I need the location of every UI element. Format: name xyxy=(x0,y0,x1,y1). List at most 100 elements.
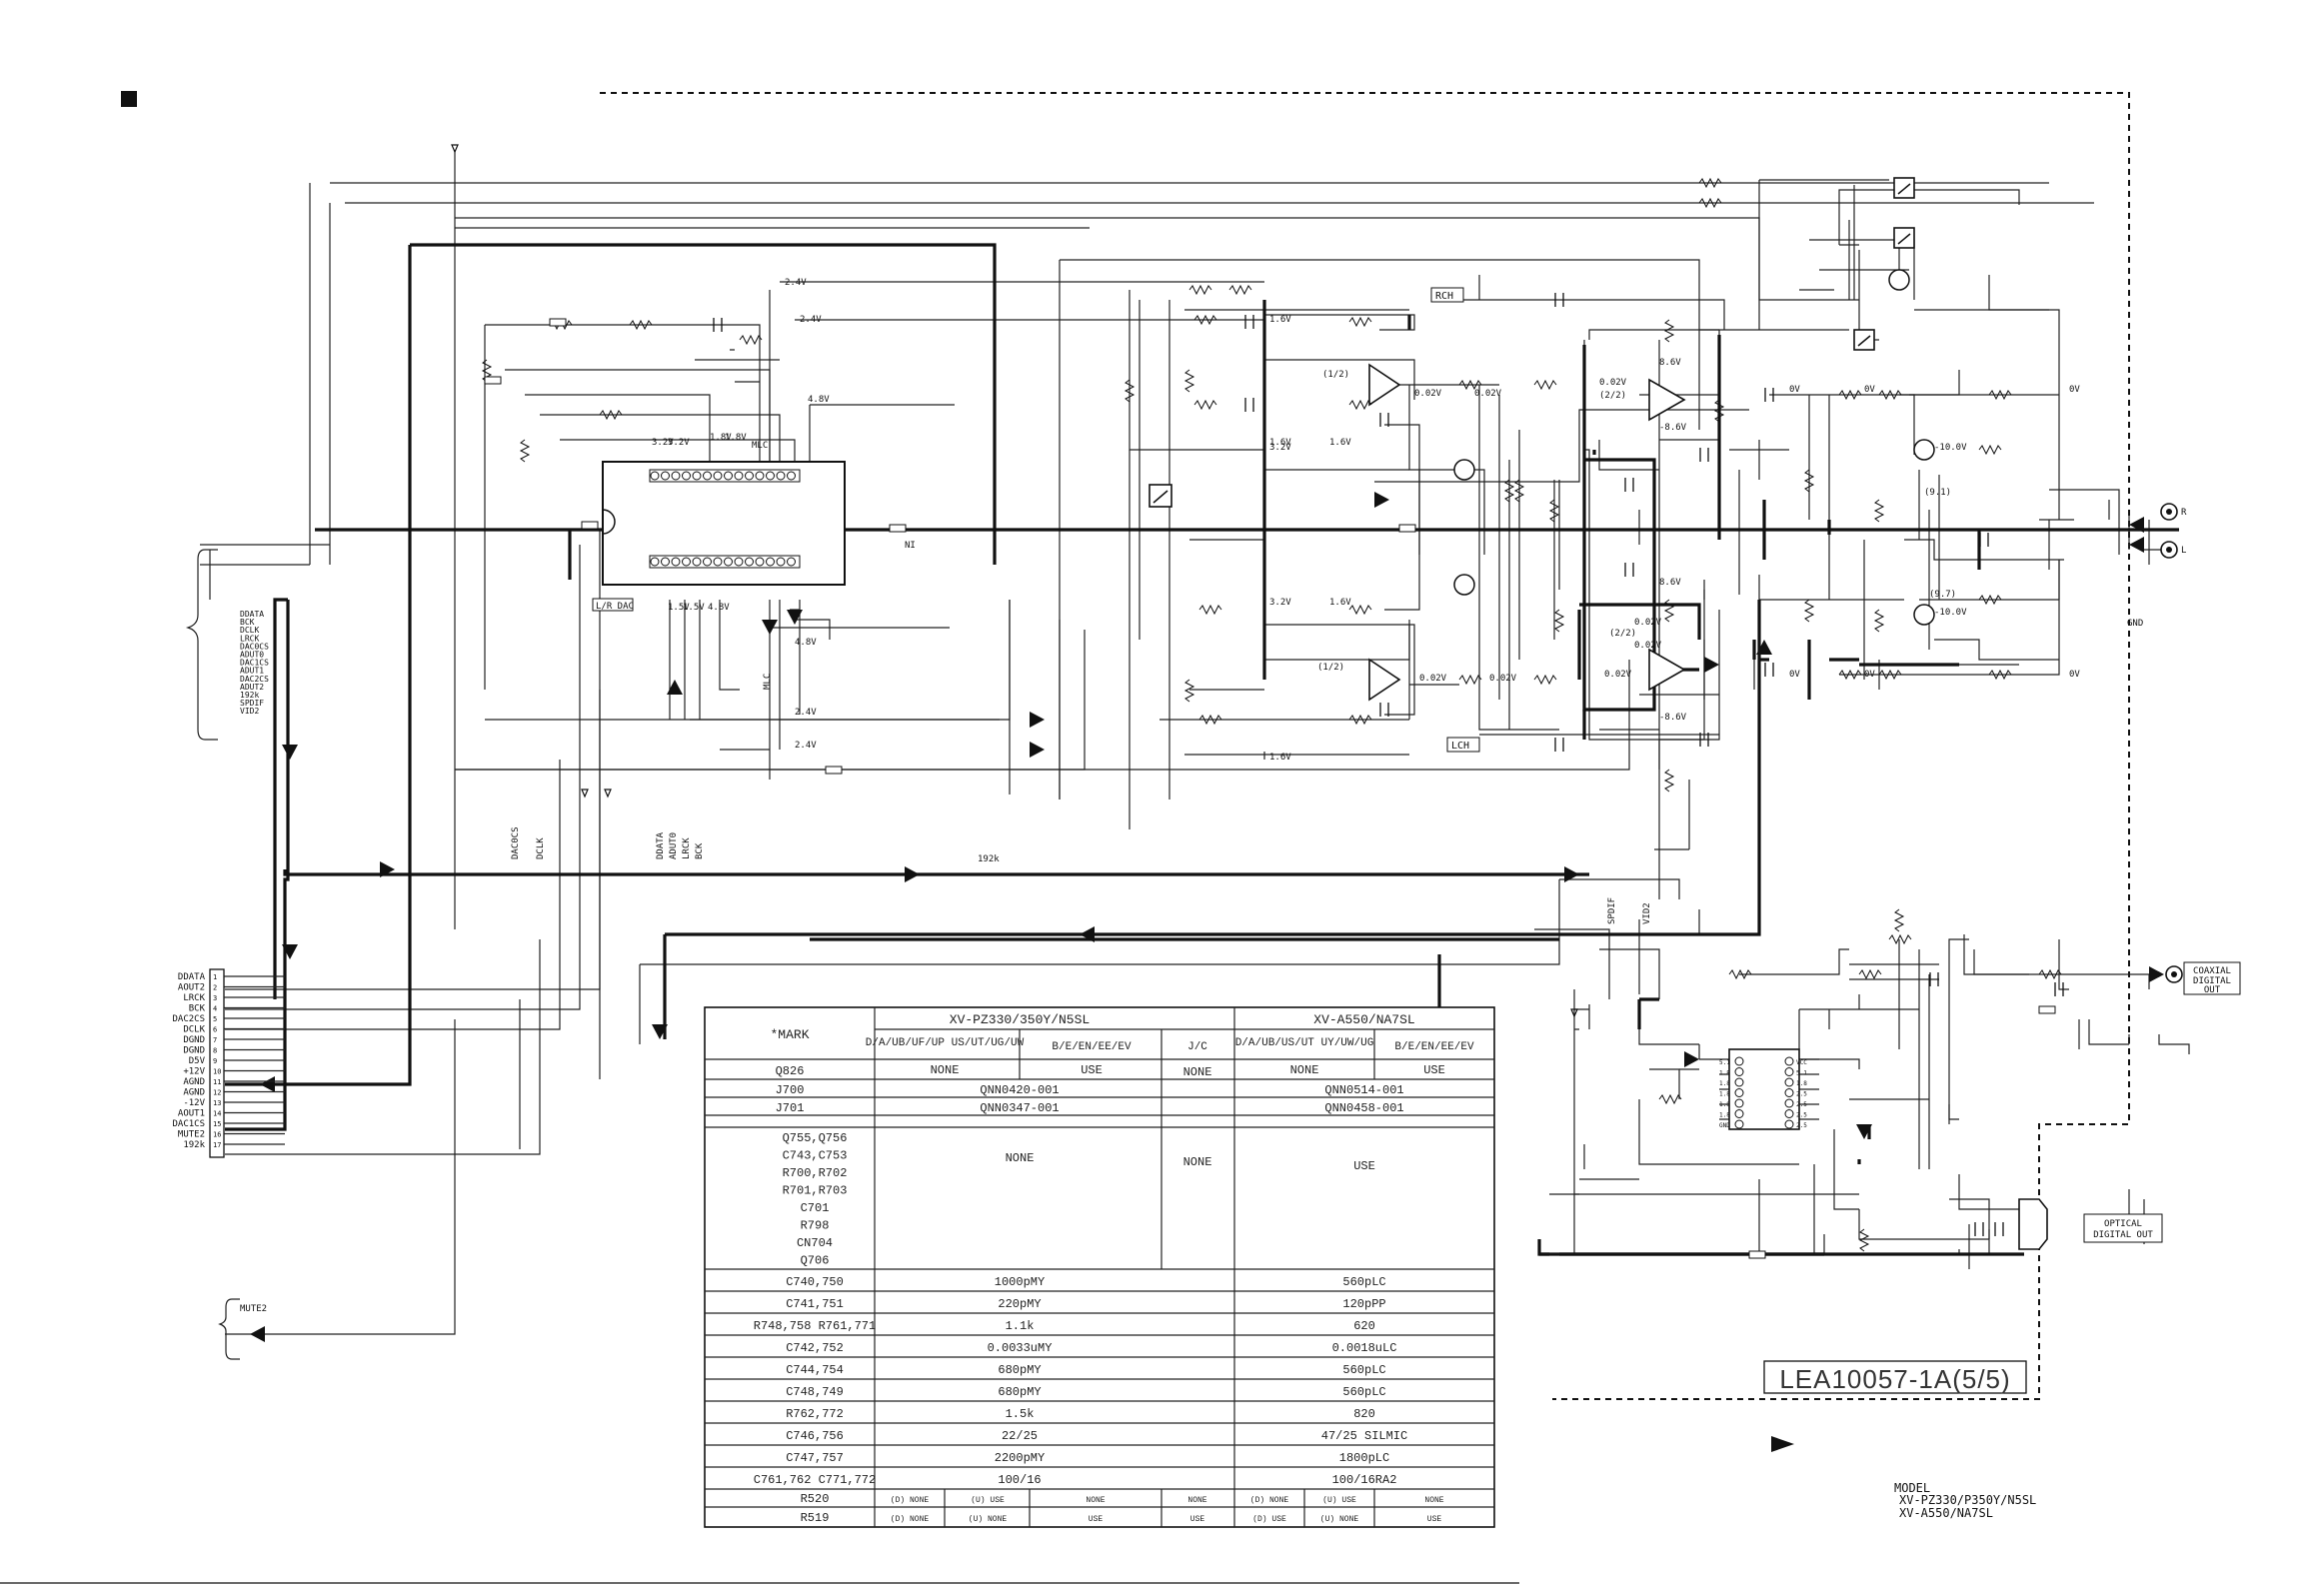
vertical-net-label: ADUT0 xyxy=(669,832,679,859)
driver-pin-label: 2.5 xyxy=(1796,1101,1807,1108)
driver-pin-label: 1.8 xyxy=(1719,1070,1730,1077)
vertical-net-label: DDATA xyxy=(656,831,666,859)
table-cell: (D) USE xyxy=(1252,1515,1286,1524)
arrow-left xyxy=(2129,517,2144,533)
input-bus-label: ADUT1 xyxy=(240,667,264,676)
table-cell: (U) USE xyxy=(971,1496,1005,1505)
table-cell: C741,751 xyxy=(786,1297,844,1311)
transistor-q1 xyxy=(1453,459,1475,481)
table-cell: QNN0347-001 xyxy=(980,1101,1059,1115)
jack-gnd-label: GND xyxy=(2127,619,2143,629)
table-cell: USE xyxy=(1089,1515,1104,1524)
driver-pin xyxy=(1734,1098,1744,1108)
input-bus-label: DAC2CS xyxy=(240,675,269,684)
transistor-q3 xyxy=(1888,269,1910,291)
arrow-down xyxy=(282,944,298,959)
table-cell: 560pLC xyxy=(1342,1363,1385,1377)
transistor-labels: (9.1)(9.7) xyxy=(1924,488,1956,600)
coaxial-label-3: OUT xyxy=(2204,985,2221,995)
arrow-down xyxy=(282,745,298,760)
connector-label: MUTE2 xyxy=(178,1130,205,1140)
input-bus-label: DCLK xyxy=(240,626,259,635)
table-cell: 1800pLC xyxy=(1339,1451,1389,1465)
voltage-label: 0.02V xyxy=(1634,618,1662,628)
resistor xyxy=(1503,479,1515,503)
resistor xyxy=(1803,469,1815,493)
table-cell: 100/16RA2 xyxy=(1332,1473,1397,1487)
voltage-label: 0V xyxy=(1789,670,1800,680)
table-cell: 1.5k xyxy=(1006,1407,1035,1421)
ic-pin xyxy=(661,557,670,567)
table-cell: C742,752 xyxy=(786,1341,844,1355)
voltage-label: 4.8V xyxy=(708,603,730,613)
table-cell: USE xyxy=(1353,1159,1375,1173)
connector-label: AOUT1 xyxy=(178,1109,205,1119)
connector-pin: 2 xyxy=(213,984,217,992)
capacitor xyxy=(1624,478,1634,492)
driver-pin xyxy=(1784,1109,1794,1118)
optical-label-1: OPTICAL xyxy=(2104,1219,2142,1229)
connector-pin: 15 xyxy=(213,1120,221,1128)
input-bus-label: VID2 xyxy=(240,707,259,716)
table-cell: 560pLC xyxy=(1342,1275,1385,1289)
table-cell: (D) NONE xyxy=(891,1515,930,1524)
connector-label: AGND xyxy=(183,1077,205,1087)
arrow-right xyxy=(2149,966,2164,982)
model-line-2: XV-A550/NA7SL xyxy=(1899,1506,1993,1520)
driver-pin xyxy=(1784,1067,1794,1076)
table-cell: XV-A550/NA7SL xyxy=(1313,1012,1414,1027)
resistor xyxy=(629,319,653,331)
table-cell: 120pPP xyxy=(1342,1297,1385,1311)
input-bus-label: ADUT0 xyxy=(240,651,264,660)
rca-jack-l xyxy=(2160,541,2178,559)
driver-pin xyxy=(1784,1119,1794,1129)
arrow-right xyxy=(1704,657,1719,673)
driver-pin xyxy=(1784,1088,1794,1097)
table-cell: QNN0514-001 xyxy=(1324,1083,1403,1097)
resistor xyxy=(1183,679,1195,703)
arrow-right xyxy=(1030,742,1045,758)
transistor-label: (9.1) xyxy=(1924,488,1951,498)
voltage-label: 0.02V xyxy=(1489,674,1517,684)
ferrite-bead xyxy=(581,521,599,530)
connector-pin: 17 xyxy=(213,1141,221,1149)
table-cell: NONE xyxy=(1424,1496,1443,1505)
vertical-net-label: DCLK xyxy=(536,837,546,859)
capacitor xyxy=(1764,388,1774,402)
ic-pin xyxy=(692,557,702,567)
table-cell: C740,750 xyxy=(786,1275,844,1289)
voltage-label: 3.2V xyxy=(668,438,690,448)
table-cell: J700 xyxy=(776,1083,805,1097)
table-cell: NONE xyxy=(1290,1063,1319,1077)
connector-label: AGND xyxy=(183,1088,205,1098)
resistor xyxy=(1183,369,1195,393)
ferrite-bead xyxy=(2038,1005,2056,1014)
resistor xyxy=(1663,769,1675,793)
transistor-q4 xyxy=(1913,439,1935,461)
connector-block xyxy=(209,968,225,1158)
ic-pin xyxy=(682,557,691,567)
voltage-label: -8.6V xyxy=(1659,423,1687,433)
capacitor xyxy=(1929,972,1939,986)
table-cell: 0.0033uMY xyxy=(988,1341,1053,1355)
resistor xyxy=(1658,1093,1682,1105)
connector-pin: 16 xyxy=(213,1131,221,1139)
driver-pin-label: 1.8 xyxy=(1719,1101,1730,1108)
ic-pins-top xyxy=(650,471,796,481)
driver-pin xyxy=(1734,1088,1744,1097)
parts-table xyxy=(704,1006,1495,1528)
connector-label: BCK xyxy=(189,1004,206,1014)
connector-label: LRCK xyxy=(183,993,205,1003)
arrow-right xyxy=(1374,492,1389,508)
connector-pin: 5 xyxy=(213,1015,217,1023)
driver-pin xyxy=(1734,1067,1744,1076)
table-cell: C761,762 C771,772 xyxy=(754,1473,876,1487)
arrow-left xyxy=(250,1326,265,1342)
connector-label: DAC2CS xyxy=(172,1014,205,1024)
vertical-net-label: MLC xyxy=(763,674,773,690)
voltage-label: -10.0V xyxy=(1934,608,1967,618)
ic-pin xyxy=(745,557,754,567)
table-cell: R519 xyxy=(801,1511,830,1525)
